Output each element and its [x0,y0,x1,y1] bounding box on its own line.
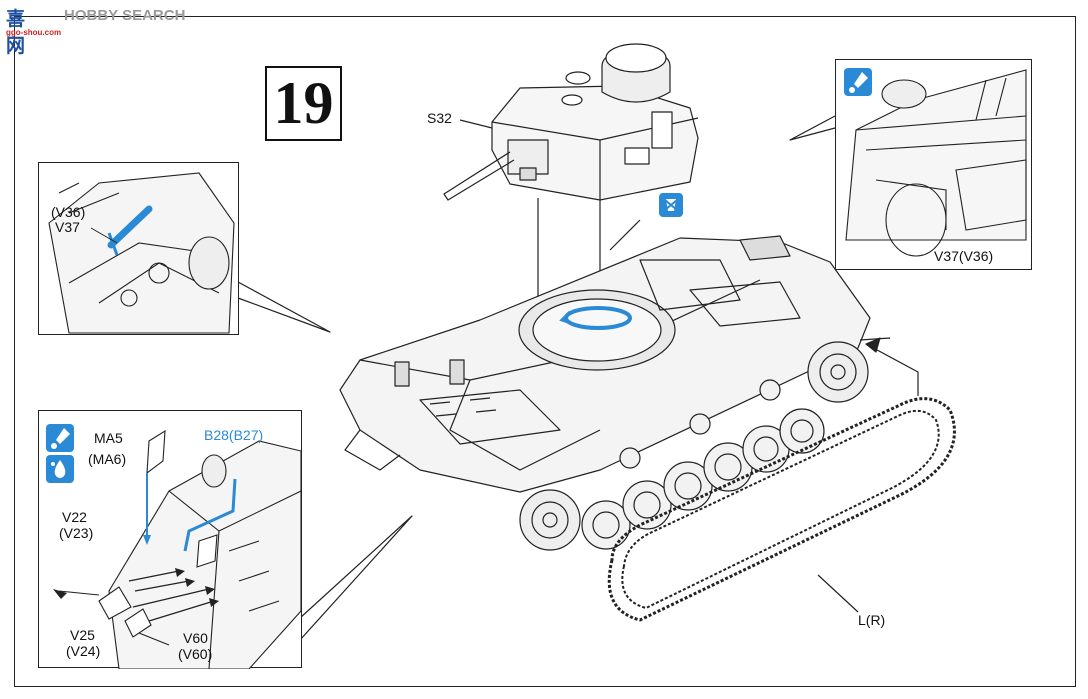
label-v22: V22 [62,509,87,525]
watermark-logo: 喜 网 HOBBY SEARCH ggo-shou.com [4,4,185,57]
glue-drop-icon [46,424,74,452]
label-b28-b27: B28(B27) [204,427,264,443]
idler-wheel [807,341,869,403]
glue-drop-icon [844,68,872,96]
label-v24: (V24) [66,643,101,659]
label-v37-v36: V37(V36) [934,248,994,264]
label-track-l-r: L(R) [858,612,886,628]
rotate-arrow-icon [559,306,632,330]
inset-top-left: (V36) V37 [38,162,239,335]
turret-part-s32 [443,43,699,201]
watermark-url-text: ggo-shou.com [6,28,62,37]
no-glue-icon [659,193,683,217]
label-v25: V25 [70,627,95,643]
label-ma5: MA5 [94,430,123,446]
label-v60-alt: (V60) [178,646,213,662]
drive-sprocket [519,489,581,551]
watermark-cn-text: 喜 网 [6,8,27,57]
step-number: 19 [273,70,334,136]
paint-drop-icon [46,455,74,483]
label-v23: (V23) [59,525,94,541]
label-s32: S32 [427,110,452,126]
label-v60: V60 [183,630,208,646]
step-number-box: 19 [265,66,342,141]
label-v37: V37 [55,219,80,235]
hull-body [339,235,871,493]
inset-bottom-left: MA5 (MA6) B28(B27) V22 (V23) V25 (V24) V… [38,410,302,669]
watermark-en-text: HOBBY SEARCH [64,7,186,24]
inset-top-left-drawing [48,172,235,334]
inset-top-right-drawing [845,69,1027,257]
inset-top-right: V37(V36) [835,59,1032,270]
callout-leader-top-right [789,115,836,141]
inset-bottom-left-drawing [53,429,302,669]
track-link-part [607,397,956,622]
callout-leader-bottom-left [299,515,413,641]
instruction-frame [14,16,1076,687]
label-ma6: (MA6) [88,451,127,467]
callout-leader-top-left [237,281,331,333]
label-v36: (V36) [51,204,86,220]
